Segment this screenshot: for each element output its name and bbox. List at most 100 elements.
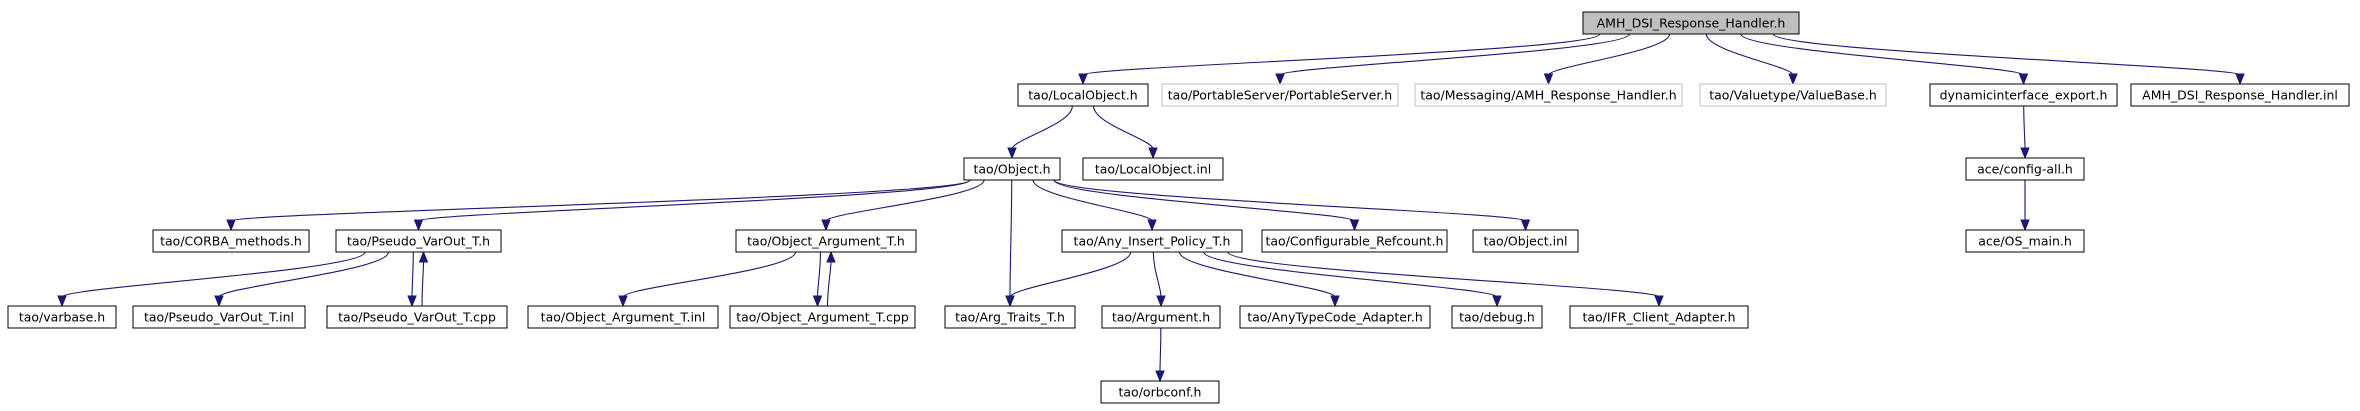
edge-line [218,251,390,298]
edge-pseudo-varout-h-to-pseudo-varout-inl [214,251,390,308]
node-label: tao/IFR_Client_Adapter.h [1582,310,1735,325]
edge-arrowhead [618,295,628,308]
edge-line [417,179,971,222]
edge-line [411,251,414,298]
node-orbconf-h[interactable]: tao/orbconf.h [1100,380,1220,404]
node-box [2130,83,2350,107]
edge-localobject-h-to-localobject-inl [1092,105,1158,160]
node-os-main-h[interactable]: ace/OS_main.h [1965,229,2085,253]
edge-arrowhead [1155,370,1165,383]
edge-line [1227,251,1660,298]
node-object-argument-h[interactable]: tao/Object_Argument_T.h [735,229,917,253]
edge-line [622,251,797,298]
edge-object-h-to-object-inl [1053,179,1531,232]
node-label: tao/Configurable_Refcount.h [1266,234,1444,249]
node-box [1239,305,1431,329]
node-root-inl[interactable]: AMH_DSI_Response_Handler.inl [2130,83,2350,107]
node-label: tao/Messaging/AMH_Response_Handler.h [1420,88,1676,103]
node-box [944,305,1076,329]
edge-line [1009,251,1132,298]
node-any-insert-policy-h[interactable]: tao/Any_Insert_Policy_T.h [1061,229,1243,253]
node-label: tao/Pseudo_VarOut_T.inl [144,310,294,325]
edge-line [1159,327,1162,373]
node-box [1699,83,1887,107]
edge-line [1053,179,1527,222]
edge-arrowhead [1275,73,1285,86]
node-box [1017,83,1149,107]
node-corba-methods-h[interactable]: tao/CORBA_methods.h [152,229,310,253]
node-config-all-h[interactable]: ace/config-all.h [1965,157,2085,181]
node-localobject-inl[interactable]: tao/LocalObject.inl [1082,157,1224,181]
node-root[interactable]: AMH_DSI_Response_Handler.h [1582,11,1800,35]
node-label: AMH_DSI_Response_Handler.h [1597,16,1786,31]
node-box [152,229,310,253]
edge-any-insert-policy-h-to-argument-h [1152,251,1166,308]
edge-arrowhead [1007,147,1017,160]
edge-line [421,260,425,307]
edge-line [1082,33,1601,76]
node-label: tao/Pseudo_VarOut_T.cpp [338,310,496,325]
node-box [735,229,917,253]
edge-arrowhead [821,219,831,232]
node-varbase-h[interactable]: tao/varbase.h [7,305,117,329]
node-box [1472,229,1579,253]
edge-arrowhead [1156,295,1166,308]
node-amh-response-handler-h: tao/Messaging/AMH_Response_Handler.h [1414,83,1683,107]
node-label: tao/Object_Argument_T.cpp [736,310,909,325]
edge-line [1547,33,1671,76]
node-arg-traits-h[interactable]: tao/Arg_Traits_T.h [944,305,1076,329]
edge-config-all-h-to-os-main-h [2020,179,2030,232]
node-pseudo-varout-h[interactable]: tao/Pseudo_VarOut_T.h [335,229,502,253]
edge-arrowhead [57,295,67,308]
edge-arrowhead [1147,219,1157,232]
node-debug-h[interactable]: tao/debug.h [1451,305,1543,329]
node-label: tao/orbconf.h [1119,385,1202,400]
edge-root-to-amh-response-handler-h [1543,33,1671,86]
edge-arrowhead [1330,295,1340,308]
edge-arrowhead [407,295,417,308]
edge-line [1279,33,1630,76]
node-box [1082,157,1224,181]
edge-line [1009,179,1013,298]
node-configurable-refcount-h[interactable]: tao/Configurable_Refcount.h [1261,229,1448,253]
node-box [1161,83,1399,107]
node-pseudo-varout-inl[interactable]: tao/Pseudo_VarOut_T.inl [132,305,306,329]
edge-arrowhead [226,219,236,232]
edge-arrowhead [418,250,429,263]
node-object-inl[interactable]: tao/Object.inl [1472,229,1579,253]
node-object-argument-cpp[interactable]: tao/Object_Argument_T.cpp [729,305,916,329]
edge-line [2023,105,2026,150]
node-localobject-h[interactable]: tao/LocalObject.h [1017,83,1149,107]
edge-line [816,251,822,298]
node-box [1582,11,1800,35]
edge-line [1092,105,1154,150]
node-ifr-client-adapter-h[interactable]: tao/IFR_Client_Adapter.h [1569,305,1749,329]
edge-any-insert-policy-h-to-anytypecode-adapter-h [1178,251,1340,308]
edge-line [1152,251,1162,298]
node-box [1101,305,1221,329]
node-pseudo-varout-cpp[interactable]: tao/Pseudo_VarOut_T.cpp [326,305,508,329]
edge-line [826,260,832,307]
node-box [1261,229,1448,253]
edge-object-argument-cpp-to-object-argument-h [826,250,836,307]
edge-line [1178,251,1336,298]
edge-arrowhead [1520,219,1531,232]
node-label: tao/Argument.h [1112,310,1210,325]
node-object-h[interactable]: tao/Object.h [963,157,1061,181]
node-object-argument-inl[interactable]: tao/Object_Argument_T.inl [527,305,719,329]
edge-object-h-to-pseudo-varout-h [413,179,971,232]
node-box [326,305,508,329]
node-argument-h[interactable]: tao/Argument.h [1101,305,1221,329]
edge-line [1740,33,2025,76]
node-anytypecode-adapter-h[interactable]: tao/AnyTypeCode_Adapter.h [1239,305,1431,329]
edge-arrowhead [1654,295,1664,308]
edge-object-h-to-corba-methods-h [226,179,971,232]
edge-arrowhead [1788,73,1798,86]
node-box [1451,305,1543,329]
edge-arrowhead [214,295,224,308]
edge-arrowhead [1005,295,1015,308]
node-box [1414,83,1683,107]
edge-object-argument-h-to-object-argument-inl [618,251,797,308]
node-dii-export-h[interactable]: dynamicinterface_export.h [1929,83,2118,107]
